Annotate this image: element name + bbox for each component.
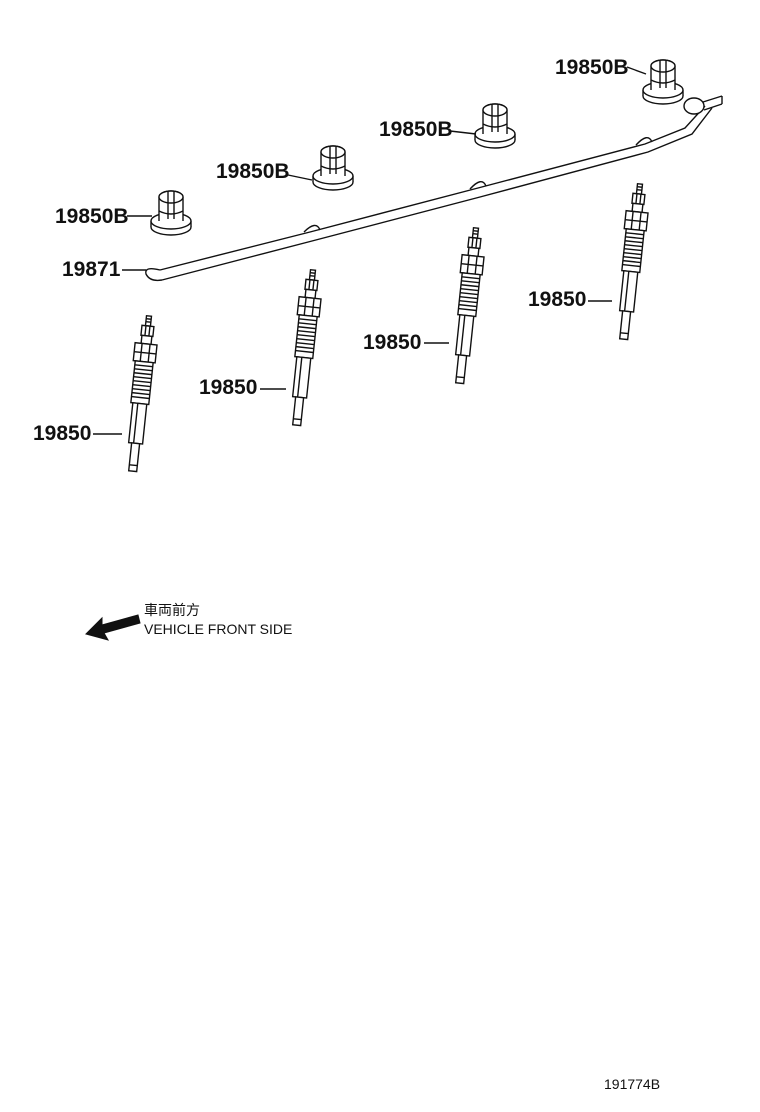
terminal-nut-1 [150,190,192,236]
direction-label-english: VEHICLE FRONT SIDE [144,621,292,637]
callout-nut-2: 19850B [216,160,290,183]
vehicle-front-direction-note: 車両前方 VEHICLE FRONT SIDE [85,602,292,641]
callout-nut-1: 19850B [55,205,129,228]
callout-plug-4: 19850 [528,288,586,311]
direction-label-japanese: 車両前方 [144,602,200,618]
glow-plug-1 [121,314,161,473]
callout-bus-bar: 19871 [62,258,121,281]
leader-lines [93,66,647,435]
callout-plug-2: 19850 [199,376,257,399]
diagram-reference-number: 191774B [604,1076,660,1092]
callout-nut-4: 19850B [555,56,629,79]
terminal-nut-4 [642,59,684,105]
callout-nut-3: 19850B [379,118,453,141]
glow-plug-bus-bar [145,95,723,282]
glow-plug-3 [448,226,488,385]
terminal-nut-3 [474,103,516,149]
front-arrow-icon [85,614,141,641]
glow-plug-2 [285,268,325,427]
glow-plug-4 [612,182,652,341]
callout-plug-1: 19850 [33,422,91,445]
callout-plug-3: 19850 [363,331,421,354]
terminal-nut-2 [312,145,354,191]
